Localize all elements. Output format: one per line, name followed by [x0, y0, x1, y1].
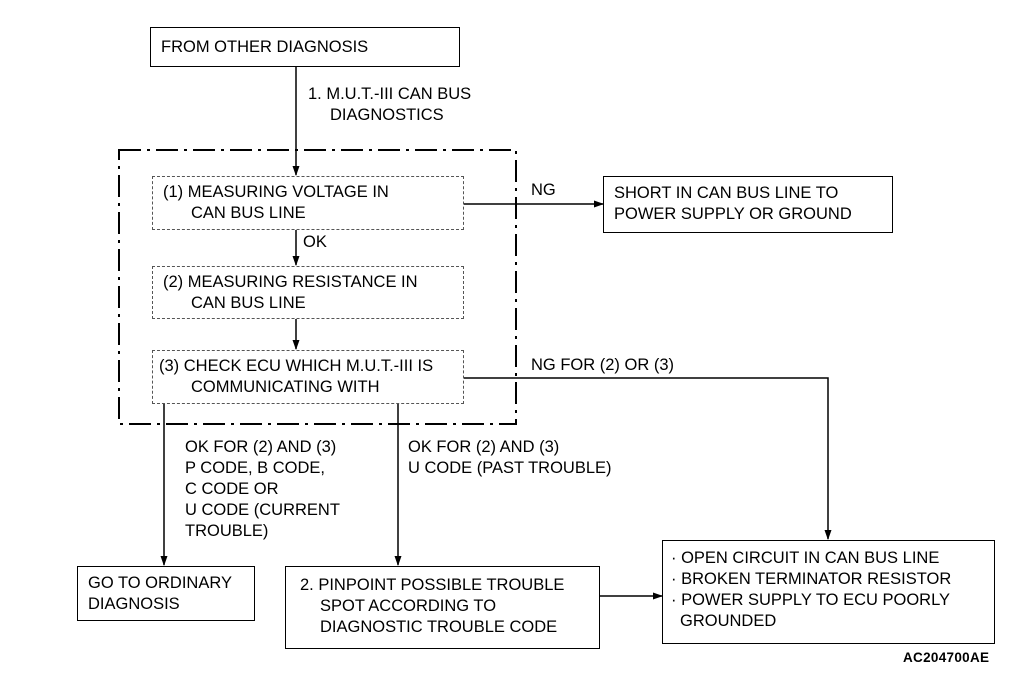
sub-step-1-line1: (1) MEASURING VOLTAGE IN: [163, 183, 389, 201]
short-line2: POWER SUPPLY OR GROUND: [614, 205, 852, 223]
sub-step-2-box: (2) MEASURING RESISTANCE IN CAN BUS LINE: [152, 266, 464, 319]
start-box: FROM OTHER DIAGNOSIS: [150, 27, 460, 67]
sub-step-3-line2: COMMUNICATING WITH: [191, 378, 380, 396]
start-label: FROM OTHER DIAGNOSIS: [161, 38, 369, 56]
ok-label: OK: [303, 233, 327, 251]
short-line1: SHORT IN CAN BUS LINE TO: [614, 184, 839, 202]
sub-step-2-line2: CAN BUS LINE: [191, 294, 306, 312]
sub-step-3-box: (3) CHECK ECU WHICH M.U.T.-III IS COMMUN…: [152, 350, 464, 404]
pinpoint-line1: 2. PINPOINT POSSIBLE TROUBLE: [300, 576, 565, 594]
pinpoint-line2: SPOT ACCORDING TO: [320, 597, 497, 615]
short-circuit-box: SHORT IN CAN BUS LINE TO POWER SUPPLY OR…: [603, 176, 893, 233]
figure-code: AC204700AE: [903, 650, 990, 665]
ok-current-trouble-label: OK FOR (2) AND (3) P CODE, B CODE, C COD…: [185, 438, 340, 540]
pinpoint-box: 2. PINPOINT POSSIBLE TROUBLE SPOT ACCORD…: [285, 566, 600, 649]
sub-step-1-line2: CAN BUS LINE: [191, 204, 306, 222]
ordinary-line2: DIAGNOSIS: [88, 595, 180, 613]
diagnostics-group-border: [118, 149, 517, 425]
pinpoint-line3: DIAGNOSTIC TROUBLE CODE: [320, 618, 558, 636]
cause-2: · BROKEN TERMINATOR RESISTOR: [671, 570, 952, 588]
sub-step-3-line1: (3) CHECK ECU WHICH M.U.T.-III IS: [159, 357, 434, 375]
sub-step-1-box: (1) MEASURING VOLTAGE IN CAN BUS LINE: [152, 176, 464, 230]
cause-3-cont: GROUNDED: [680, 612, 777, 630]
ok-past-trouble-label: OK FOR (2) AND (3) U CODE (PAST TROUBLE): [408, 438, 612, 477]
arrow-ng23-to-causes: [464, 377, 832, 540]
sub-step-2-line1: (2) MEASURING RESISTANCE IN: [163, 273, 418, 291]
ng23-label: NG FOR (2) OR (3): [531, 356, 674, 374]
step1-label: 1. M.U.T.-III CAN BUS DIAGNOSTICS: [308, 85, 472, 124]
ng-label: NG: [531, 181, 556, 199]
ordinary-line1: GO TO ORDINARY: [88, 574, 232, 592]
cause-1: · OPEN CIRCUIT IN CAN BUS LINE: [671, 549, 940, 567]
cause-3: · POWER SUPPLY TO ECU POORLY: [671, 591, 951, 609]
possible-causes-box: · OPEN CIRCUIT IN CAN BUS LINE · BROKEN …: [662, 540, 995, 644]
ordinary-diagnosis-box: GO TO ORDINARY DIAGNOSIS: [77, 566, 255, 621]
